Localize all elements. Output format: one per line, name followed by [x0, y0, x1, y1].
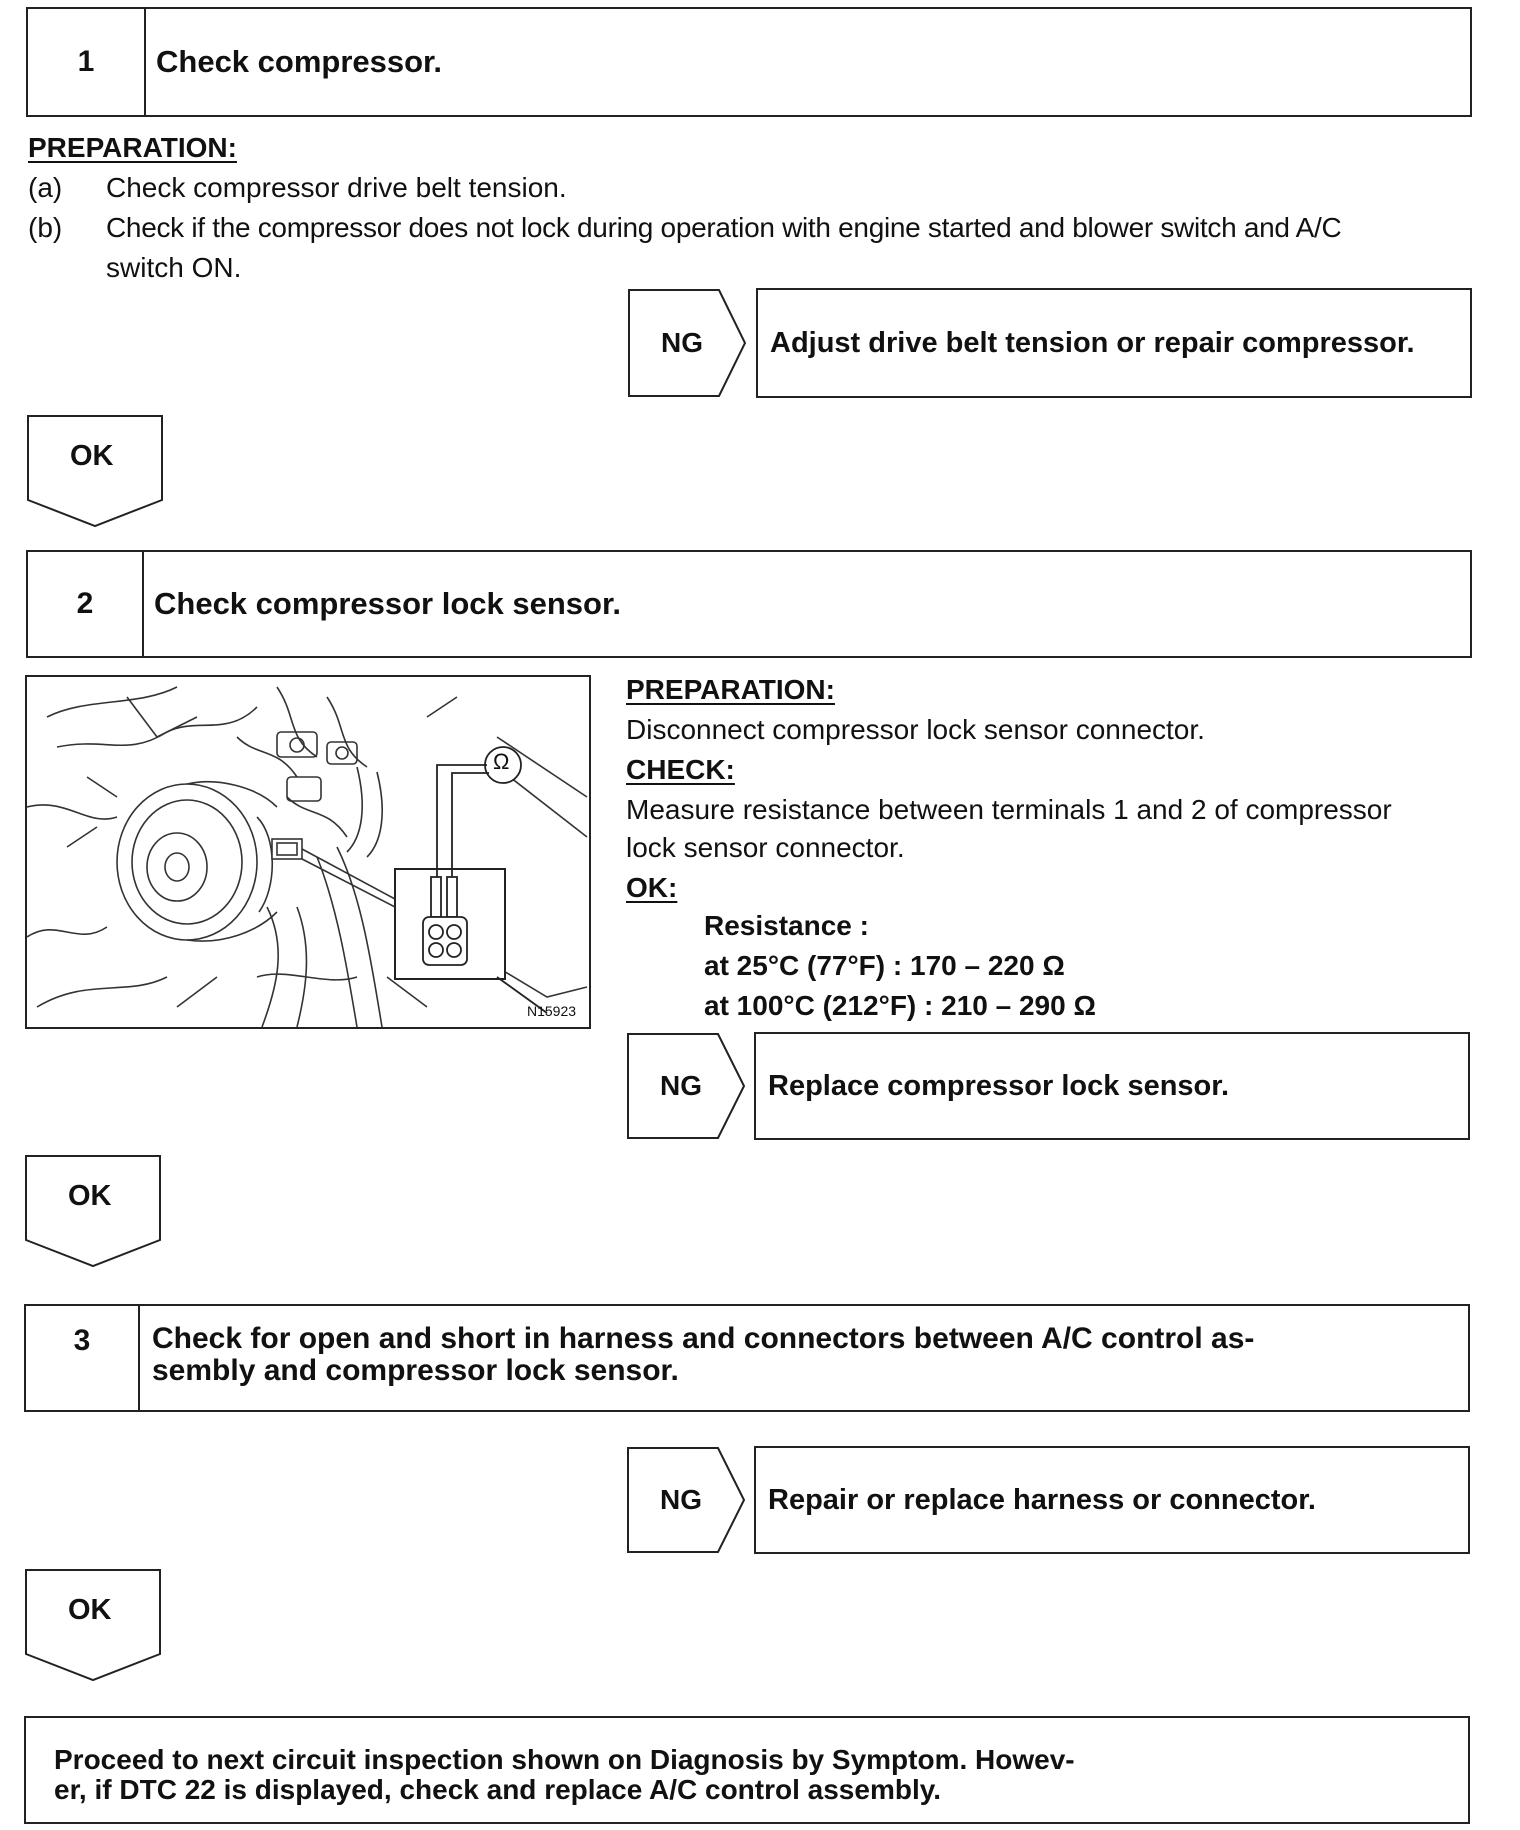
step-3-title-line1: Check for open and short in harness and …: [152, 1322, 1255, 1355]
step-3-ok-label: OK: [68, 1594, 112, 1626]
step-1-title: Check compressor.: [156, 44, 443, 79]
step-2-ng-arrow: [627, 1033, 746, 1139]
step-2-ok-arrow: [25, 1155, 161, 1268]
step-3-ng-label: NG: [660, 1484, 702, 1515]
step-1-ok-arrow: [27, 415, 163, 528]
step-2-ng-action: Replace compressor lock sensor.: [754, 1032, 1470, 1140]
step-1-number: 1: [28, 9, 146, 115]
step-1-item-b-label: (b): [28, 212, 63, 243]
step-3-ng-arrow: [627, 1447, 746, 1553]
step-1-ng-arrow: [628, 289, 747, 397]
step-2-preparation-heading: PREPARATION:: [626, 674, 835, 705]
step-1-item-a-label: (a): [28, 172, 63, 203]
figure-id: N15923: [527, 1003, 577, 1019]
step-2-spec-line1: at 25°C (77°F) : 170 – 220 Ω: [704, 950, 1065, 981]
step-2-check-heading: CHECK:: [626, 754, 735, 785]
step-2-spec-title: Resistance :: [704, 910, 869, 941]
step-2-ok-label: OK: [68, 1180, 112, 1212]
step-1-item-b-text-line2: switch ON.: [106, 252, 242, 283]
step-2-spec-line2: at 100°C (212°F) : 210 – 290 Ω: [704, 990, 1096, 1021]
step-3-title-line2: sembly and compressor lock sensor.: [152, 1354, 679, 1387]
step-2-number: 2: [28, 552, 144, 656]
step-1-ng-label: NG: [661, 327, 703, 358]
step-2-preparation-text: Disconnect compressor lock sensor connec…: [626, 714, 1205, 745]
compressor-illustration: [27, 686, 588, 1027]
step-2-check-line2: lock sensor connector.: [626, 832, 905, 863]
ohmmeter-symbol: Ω: [493, 749, 510, 774]
step-1-item-b-text-line1: Check if the compressor does not lock du…: [106, 212, 1342, 243]
step-1-ok-label: OK: [70, 440, 114, 472]
step-2-ng-label: NG: [660, 1070, 702, 1101]
step-1-preparation-heading: PREPARATION:: [28, 132, 237, 163]
final-instruction-line2: er, if DTC 22 is displayed, check and re…: [54, 1774, 942, 1805]
final-instruction-line1: Proceed to next circuit inspection shown…: [54, 1744, 1075, 1775]
step-3-number: 3: [26, 1306, 140, 1410]
step-1-item-a-text: Check compressor drive belt tension.: [106, 172, 567, 203]
final-instruction-box: Proceed to next circuit inspection shown…: [24, 1716, 1470, 1824]
step-2-title: Check compressor lock sensor.: [154, 586, 621, 621]
step-3-ng-action: Repair or replace harness or connector.: [754, 1446, 1470, 1554]
step-1-ng-action: Adjust drive belt tension or repair comp…: [756, 288, 1472, 398]
step-3-ok-arrow: [25, 1569, 161, 1682]
step-2-check-line1: Measure resistance between terminals 1 a…: [626, 794, 1392, 825]
compressor-figure: Ω N15923: [25, 675, 591, 1029]
step-2-ok-heading: OK:: [626, 872, 678, 903]
step-1-header: 1 Check compressor.: [26, 7, 1472, 117]
step-2-header: 2 Check compressor lock sensor.: [26, 550, 1472, 658]
step-3-header: 3 Check for open and short in harness an…: [24, 1304, 1470, 1412]
